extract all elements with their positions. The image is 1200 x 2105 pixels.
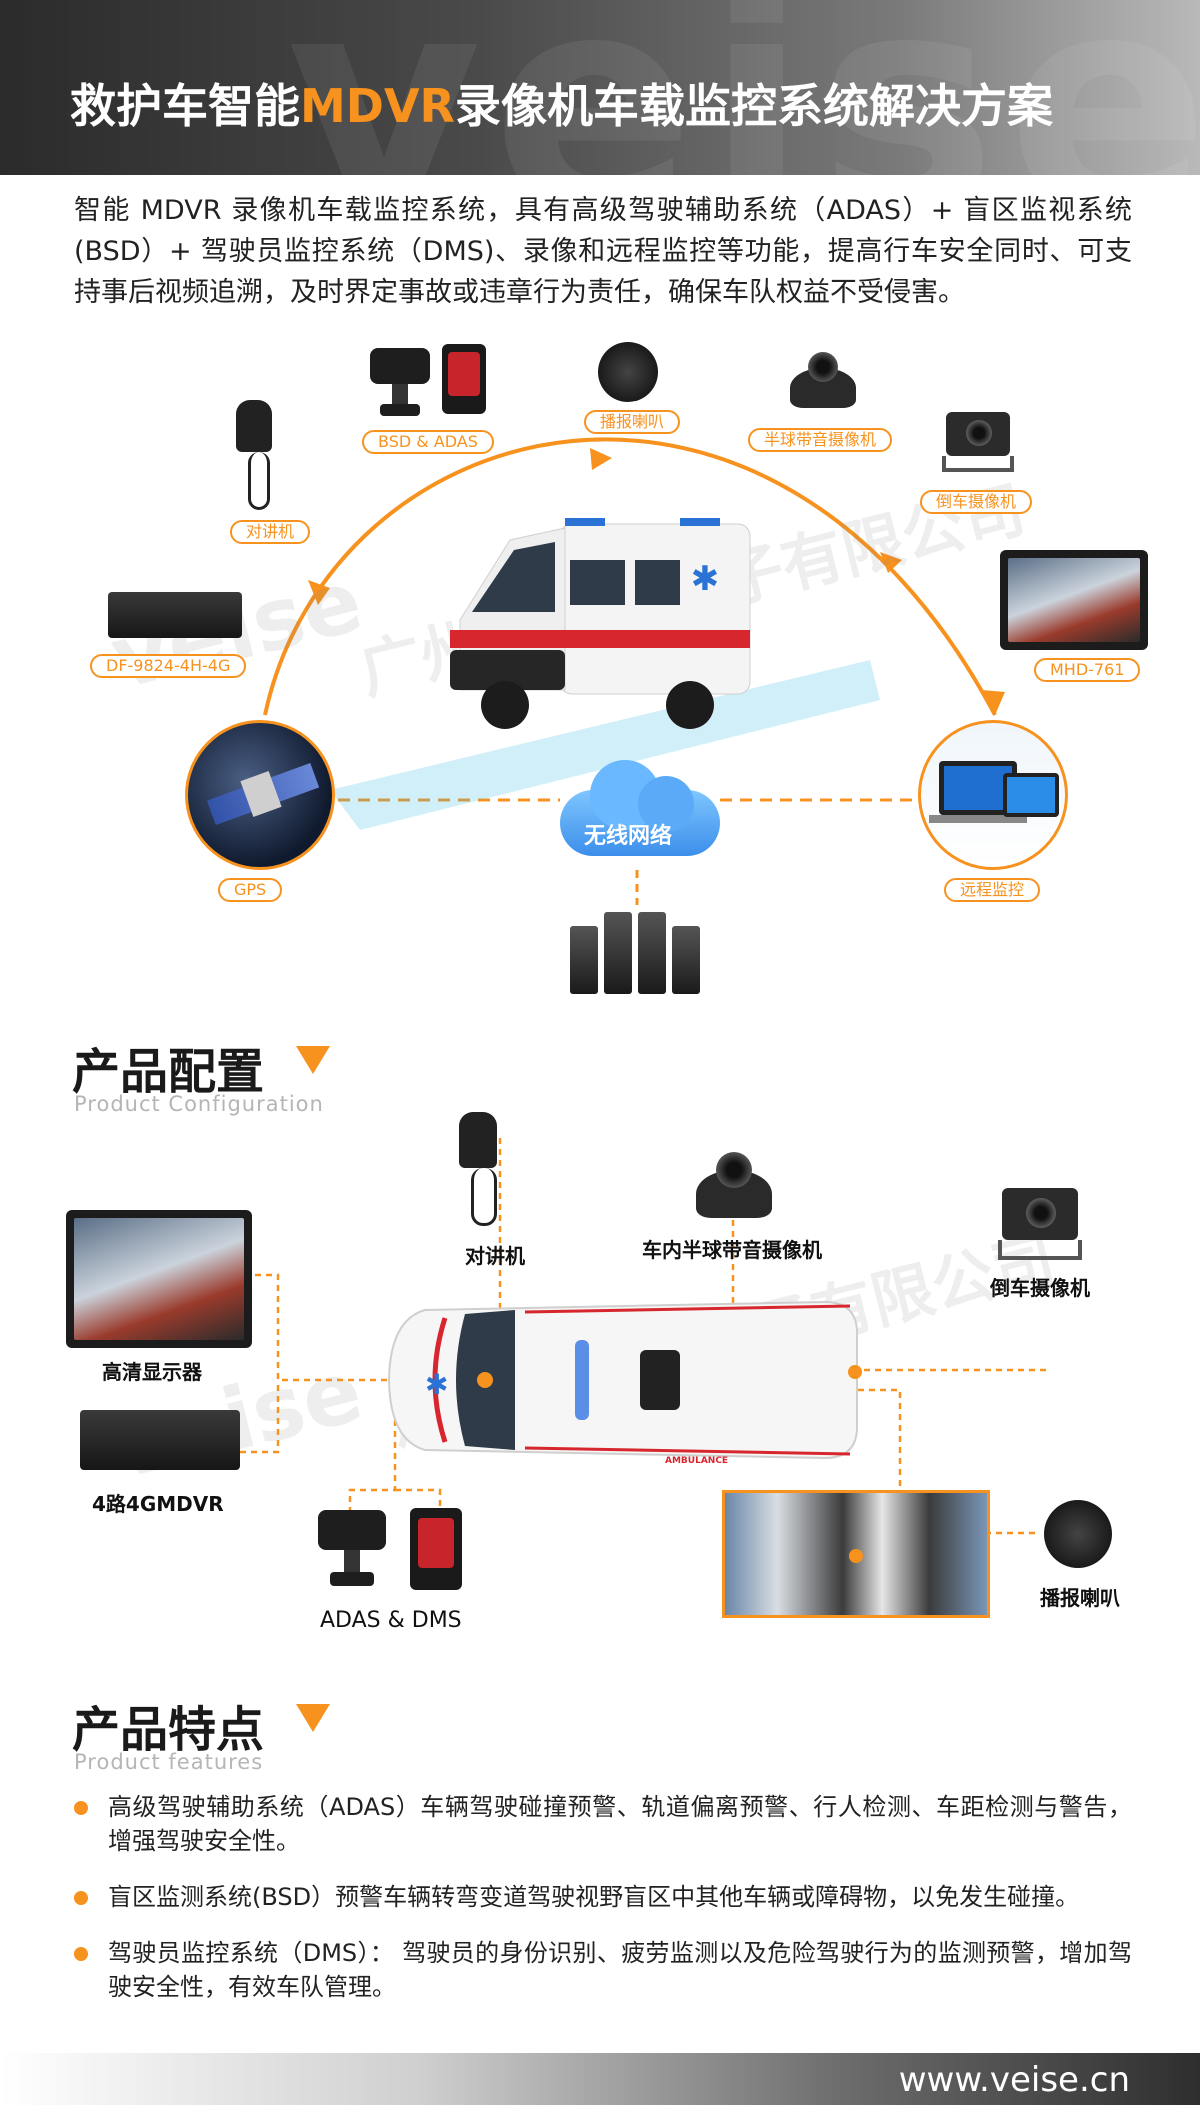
feature-text: 高级驾驶辅助系统（ADAS）车辆驾驶碰撞预警、轨道偏离预警、行人检测、车距检测与…: [108, 1793, 1132, 1855]
arc-arrow-left: [308, 580, 330, 605]
line-monitor: [255, 1273, 485, 1382]
config-subtitle: Product Configuration: [74, 1092, 324, 1116]
svg-text:✱: ✱: [691, 559, 720, 599]
label-dome-camera: 车内半球带音摄像机: [642, 1238, 822, 1262]
arc-arrow-top: [590, 448, 612, 470]
line-dms: [395, 1488, 442, 1510]
title-prefix: 救护车智能: [70, 79, 300, 133]
intercom-device: [228, 400, 288, 510]
arc-arrow-end: [982, 690, 1005, 715]
features-list: 高级驾驶辅助系统（ADAS）车辆驾驶碰撞预警、轨道偏离预警、行人检测、车距检测与…: [72, 1790, 1132, 2026]
feature-item: 驾驶员监控系统（DMS）： 驾驶员的身份识别、疲劳监测以及危险驾驶行为的监测预警…: [72, 1936, 1132, 2004]
label-monitor: 高清显示器: [102, 1360, 202, 1384]
feature-item: 盲区监测系统(BSD）预警车辆转弯变道驾驶视野盲区中其他车辆或障碍物，以免发生碰…: [72, 1880, 1132, 1914]
feature-item: 高级驾驶辅助系统（ADAS）车辆驾驶碰撞预警、轨道偏离预警、行人检测、车距检测与…: [72, 1790, 1132, 1858]
tag-intercom: 对讲机: [230, 520, 311, 544]
adas-camera-device: [370, 348, 430, 418]
cloud-label: 无线网络: [584, 824, 673, 849]
label-adas-dms: ADAS & DMS: [320, 1608, 462, 1633]
header-background-letters: veise: [286, 0, 1200, 175]
website-link[interactable]: www.veise.cn: [898, 2060, 1130, 2100]
label-reverse-camera: 倒车摄像机: [990, 1276, 1090, 1300]
gps-satellite-icon: [185, 720, 335, 870]
system-diagram: veise 广州市维视电子有限公司 对讲机 BSD & ADAS 播报喇叭 半球…: [0, 330, 1200, 994]
tag-remote: 远程监控: [944, 878, 1041, 902]
features-title: 产品特点: [72, 1702, 265, 1758]
config-adas-device: [318, 1510, 386, 1590]
config-monitor-device: [66, 1210, 252, 1348]
reverse-camera-device: [942, 412, 1014, 474]
server-icon: [570, 906, 700, 996]
config-title: 产品配置: [72, 1044, 265, 1100]
feature-text: 盲区监测系统(BSD）预警车辆转弯变道驾驶视野盲区中其他车辆或障碍物，以免发生碰…: [108, 1883, 1080, 1911]
monitor-device: [1000, 550, 1148, 650]
config-dvr-device: [80, 1410, 240, 1470]
dome-camera-device: [790, 352, 856, 408]
config-reverse-camera-device: [998, 1188, 1082, 1262]
bullet-dot-icon: [74, 1801, 88, 1815]
tag-reverse-camera: 倒车摄像机: [920, 490, 1033, 514]
label-dvr: 4路4GMDVR: [92, 1492, 224, 1516]
line-speaker: [858, 1388, 902, 1490]
arc-arrow-right: [880, 552, 902, 573]
tag-monitor: MHD-761: [1034, 658, 1141, 682]
title-suffix: 录像机车载监控系统解决方案: [454, 79, 1053, 133]
page-header: veise 救护车智能MDVR录像机车载监控系统解决方案: [0, 0, 1200, 175]
tag-dvr: DF-9824-4H-4G: [90, 654, 247, 678]
interior-photo: [722, 1490, 990, 1618]
line-dvr: [240, 1380, 280, 1454]
label-intercom: 对讲机: [465, 1244, 525, 1268]
config-dms-device: [410, 1508, 462, 1590]
diagram-connectors: [263, 437, 1005, 905]
ambulance-top-view: ✱ AMBULANCE: [385, 1290, 863, 1470]
tag-gps: GPS: [218, 878, 283, 902]
road-light: [330, 660, 880, 830]
dvr-device: [108, 592, 242, 638]
page-footer: www.veise.cn: [0, 2053, 1200, 2105]
tag-speaker: 播报喇叭: [584, 410, 681, 434]
bsd-camera-device: [442, 344, 486, 414]
cloud-icon: [560, 750, 720, 860]
intro-paragraph: 智能 MDVR 录像机车载监控系统，具有高级驾驶辅助系统（ADAS）+ 盲区监视…: [74, 195, 1132, 308]
tag-bsd-adas: BSD & ADAS: [362, 430, 494, 454]
config-triangle-icon: [296, 1046, 330, 1074]
config-dome-camera-device: [696, 1150, 772, 1220]
page-title: 救护车智能MDVR录像机车载监控系统解决方案: [70, 70, 1053, 136]
ambulance-illustration: ✱: [450, 500, 770, 750]
remote-monitor-icon: [918, 720, 1068, 870]
title-accent: MDVR: [300, 79, 455, 133]
features-subtitle: Product features: [74, 1750, 264, 1774]
vehicle-side-text: AMBULANCE: [665, 1456, 729, 1466]
speaker-device: [598, 342, 658, 402]
config-speaker-device: [1044, 1500, 1112, 1568]
svg-text:✱: ✱: [425, 1368, 448, 1401]
features-triangle-icon: [296, 1704, 330, 1732]
bullet-dot-icon: [74, 1891, 88, 1905]
label-speaker: 播报喇叭: [1040, 1586, 1120, 1610]
config-intercom-device: [455, 1112, 515, 1232]
tag-dome-camera: 半球带音摄像机: [748, 428, 893, 452]
bullet-dot-icon: [74, 1947, 88, 1961]
feature-text: 驾驶员监控系统（DMS）： 驾驶员的身份识别、疲劳监测以及危险驾驶行为的监测预警…: [108, 1939, 1132, 2001]
